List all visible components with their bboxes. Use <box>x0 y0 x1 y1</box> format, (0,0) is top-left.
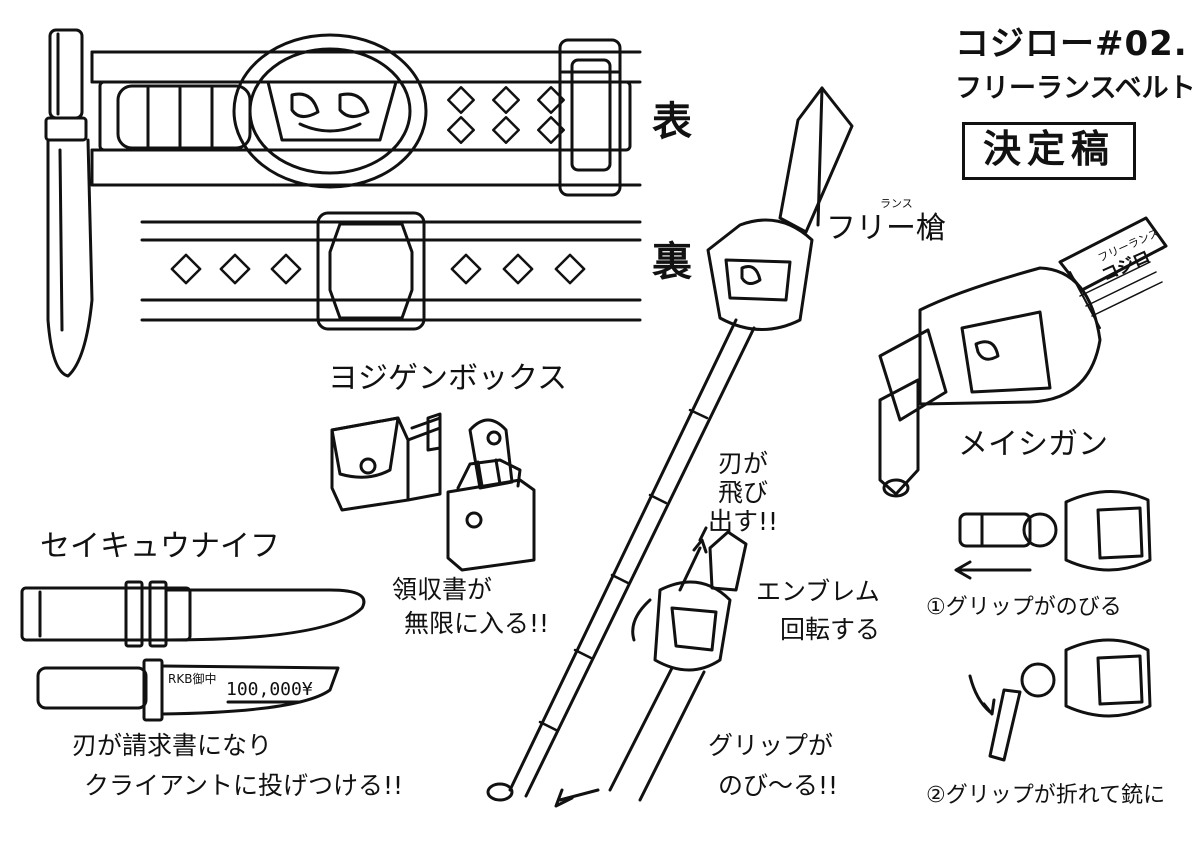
lance-blade-note-line3: 出す!! <box>708 506 779 536</box>
belt-back-studs <box>170 253 586 285</box>
lance-drawing <box>486 86 854 802</box>
gun-step2-drawing <box>968 638 1152 762</box>
belt-knife-drawing <box>44 28 94 378</box>
lance-blade-note: 刃が 飛び 出す!! <box>708 449 779 536</box>
box-name: ヨジゲンボックス <box>328 361 568 396</box>
box-note-line2: 無限に入る!! <box>404 609 550 638</box>
sheet-subtitle: フリーランスベルト <box>955 73 1196 104</box>
belt-back-drawing <box>140 211 642 331</box>
knife-note-line1: 刃が請求書になり <box>72 731 273 760</box>
box-drawing <box>330 412 536 572</box>
gun-name: メイシガン <box>958 427 1108 462</box>
lance-detail-drawing <box>554 526 748 808</box>
knife-note-line2: クライアントに投げつける!! <box>84 771 404 800</box>
gun-drawing <box>878 216 1168 498</box>
gun-step1-drawing <box>954 490 1152 580</box>
final-draft-stamp: 決定稿 <box>962 122 1137 180</box>
box-note-line1: 領収書が <box>392 575 493 604</box>
lance-emblem-note-line1: エンブレム <box>756 577 880 606</box>
knife-blade-amount: 100,000¥ <box>226 679 313 700</box>
belt-front-label: 表 <box>652 99 692 145</box>
knife-drawing <box>20 580 366 722</box>
gun-step1: ①グリップがのびる <box>926 595 1122 620</box>
belt-front-drawing <box>90 33 642 197</box>
lance-grip-note-line1: グリップが <box>708 731 834 760</box>
lance-blade-note-line2: 飛び <box>718 477 769 507</box>
belt-front-studs <box>447 86 565 144</box>
belt-back-label: 裏 <box>652 239 692 285</box>
knife-name: セイキュウナイフ <box>40 529 280 564</box>
lance-grip-note-line2: のび～る!! <box>718 771 839 800</box>
sheet-title: コジロー#02. <box>955 24 1188 64</box>
lance-emblem-note-line2: 回転する <box>780 615 881 644</box>
knife-blade-label: RKB御中 <box>168 672 217 686</box>
lance-name: フリー槍 <box>826 211 946 246</box>
gun-step2: ②グリップが折れて銃に <box>926 783 1166 808</box>
lance-blade-note-line1: 刃が <box>718 449 769 478</box>
lance-ruby: ランス <box>880 197 913 210</box>
